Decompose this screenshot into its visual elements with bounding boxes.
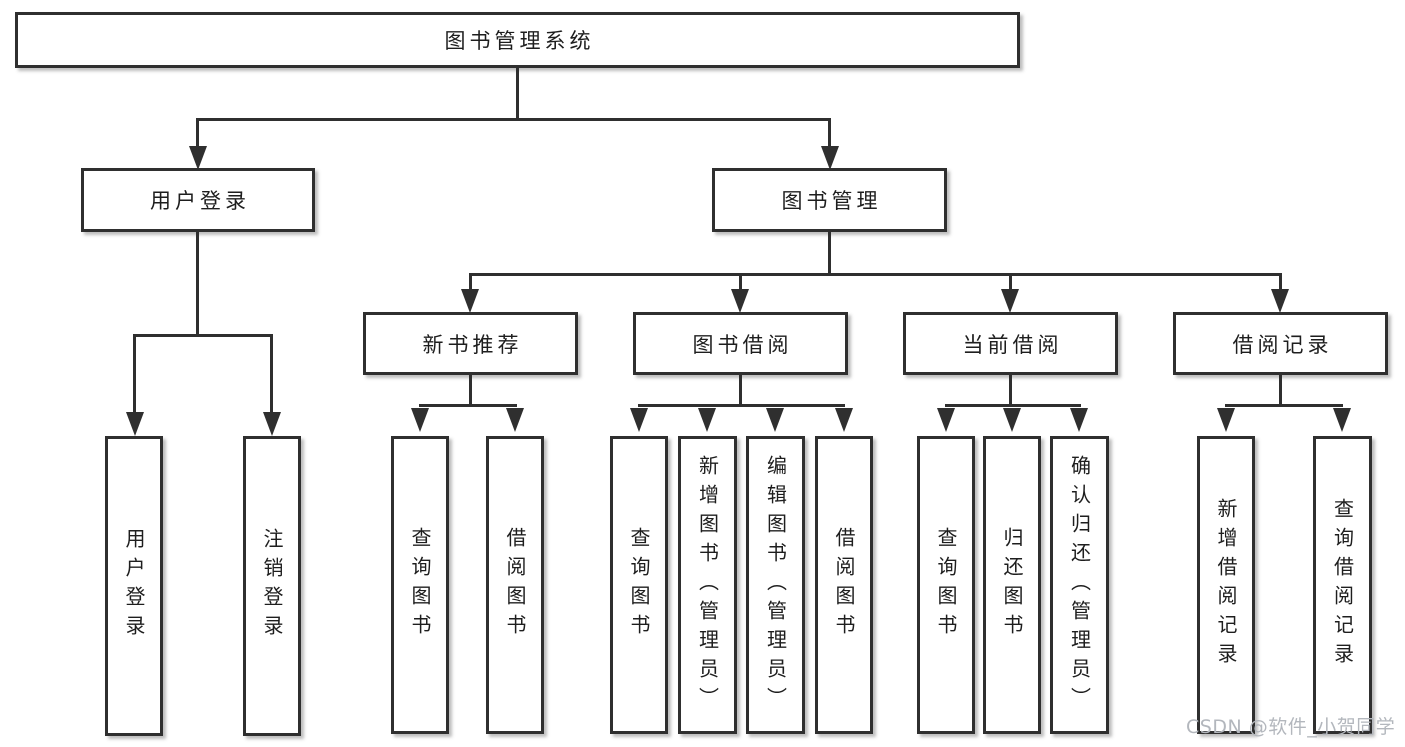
node-borrow-book-leaf: 借阅图书	[815, 436, 873, 734]
connector-drop-login-leaf	[133, 336, 136, 414]
connector-user-login-branchline	[133, 334, 273, 337]
connector-level2-branch	[469, 273, 1282, 276]
arrowhead-groupA-2	[506, 408, 524, 432]
arrowhead-groupB-2	[698, 408, 716, 432]
node-new-book-recommend: 新书推荐	[363, 312, 578, 375]
node-query-book-borrow: 查询图书	[610, 436, 668, 734]
arrowhead-groupD-2	[1333, 408, 1351, 432]
arrowhead-book-borrow	[731, 289, 749, 313]
node-edit-book-admin: 编辑图书（管理员）	[746, 436, 805, 734]
connector-drop-current-borrow	[1009, 276, 1012, 292]
arrowhead-book-management	[821, 146, 839, 170]
arrowhead-groupB-4	[835, 408, 853, 432]
node-query-book-recommend: 查询图书	[391, 436, 449, 734]
connector-borrow-records-stub	[1279, 375, 1282, 406]
arrowhead-current-borrow	[1001, 289, 1019, 313]
node-return-book: 归还图书	[983, 436, 1041, 734]
arrowhead-groupC-1	[937, 408, 955, 432]
connector-drop-borrow-records	[1279, 276, 1282, 292]
arrowhead-new-book	[461, 289, 479, 313]
connector-drop-book-borrow	[739, 276, 742, 292]
node-book-management-branch: 图书管理	[712, 168, 947, 232]
arrowhead-user-login	[189, 146, 207, 170]
node-confirm-return-admin: 确认归还（管理员）	[1050, 436, 1109, 734]
node-query-book-current: 查询图书	[917, 436, 975, 734]
connector-book-management-stub	[828, 232, 831, 276]
arrowhead-login-leaf	[126, 412, 144, 436]
arrowhead-groupC-2	[1003, 408, 1021, 432]
connector-drop-user-login	[196, 118, 199, 148]
node-book-borrow: 图书借阅	[633, 312, 848, 375]
node-add-borrow-record: 新增借阅记录	[1197, 436, 1255, 734]
node-query-borrow-record: 查询借阅记录	[1313, 436, 1372, 734]
connector-groupB-branch	[638, 404, 845, 407]
connector-groupD-branch	[1225, 404, 1343, 407]
connector-book-borrow-stub	[739, 375, 742, 406]
node-library-management-system: 图书管理系统	[15, 12, 1020, 68]
node-borrow-book-recommend: 借阅图书	[486, 436, 544, 734]
node-logout-login-leaf: 注销登录	[243, 436, 301, 736]
connector-new-book-stub	[469, 375, 472, 406]
connector-level1-branch	[196, 118, 831, 121]
connector-root-stub	[516, 66, 519, 120]
connector-drop-book-management	[828, 118, 831, 148]
arrowhead-groupB-3	[766, 408, 784, 432]
csdn-watermark: CSDN @软件_小贺同学	[1186, 716, 1396, 738]
connector-user-login-stub	[196, 232, 199, 336]
arrowhead-groupB-1	[630, 408, 648, 432]
connector-groupA-branch	[419, 404, 517, 407]
arrowhead-groupA-1	[411, 408, 429, 432]
connector-drop-logout-leaf	[270, 336, 273, 414]
arrowhead-groupC-3	[1070, 408, 1088, 432]
arrowhead-borrow-records	[1271, 289, 1289, 313]
connector-groupC-branch	[945, 404, 1081, 407]
node-user-login-leaf: 用户登录	[105, 436, 163, 736]
arrowhead-logout-leaf	[263, 412, 281, 436]
node-borrow-records: 借阅记录	[1173, 312, 1388, 375]
node-add-book-admin: 新增图书（管理员）	[678, 436, 737, 734]
node-current-borrow: 当前借阅	[903, 312, 1118, 375]
node-user-login-branch: 用户登录	[81, 168, 315, 232]
connector-current-borrow-stub	[1009, 375, 1012, 406]
arrowhead-groupD-1	[1217, 408, 1235, 432]
connector-drop-new-book	[469, 276, 472, 292]
